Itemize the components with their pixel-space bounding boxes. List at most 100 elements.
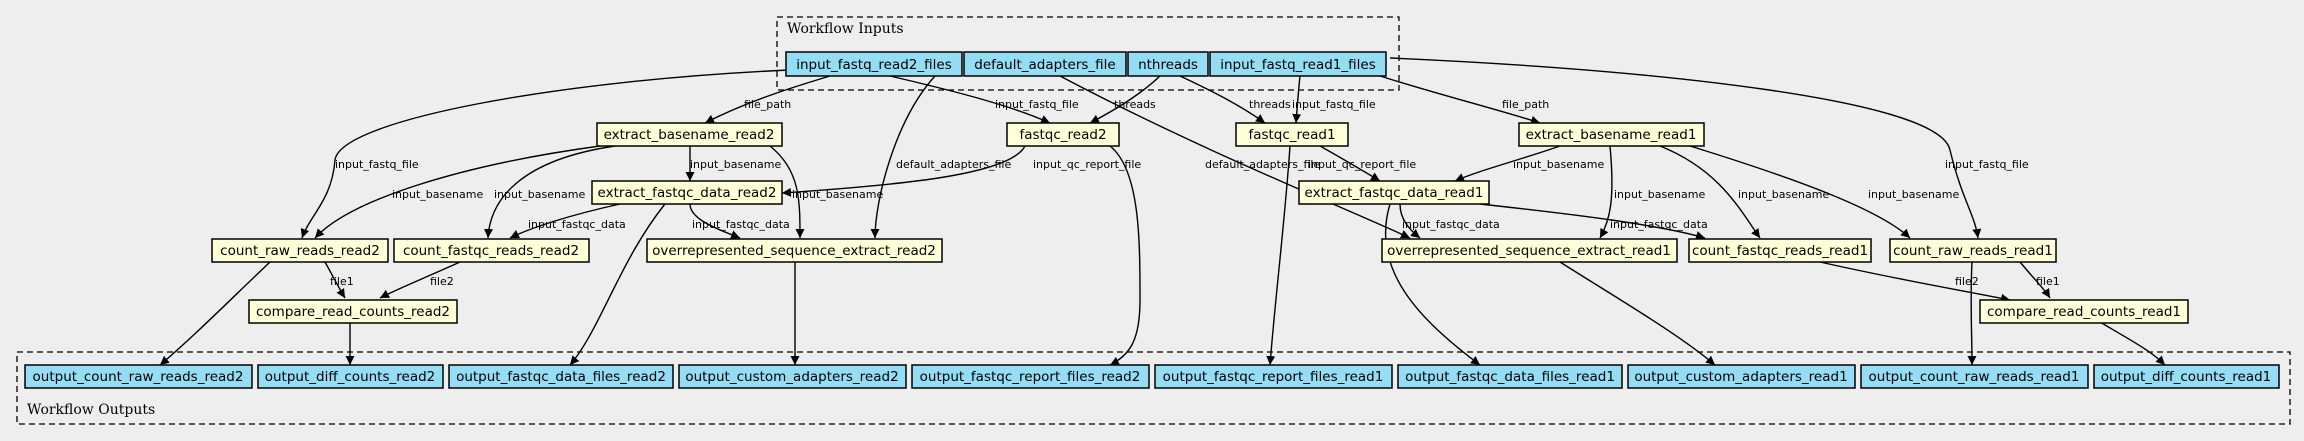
edge-label-input-basename: input_basename: [392, 188, 483, 201]
edge-read1-to-extract-basename1: file_path: [1379, 75, 1549, 125]
node-extract-basename-read2[interactable]: extract_basename_read2: [596, 122, 783, 147]
edge-label-input-fastqc-data-4: input_fastqc_data: [1610, 218, 1708, 231]
node-overrep-seq-extract-read1[interactable]: overrepresented_sequence_extract_read1: [1381, 238, 1678, 263]
svg-text:extract_fastqc_data_read2: extract_fastqc_data_read2: [598, 185, 777, 201]
edge-label-input-fastq-file-4: input_fastq_file: [1945, 158, 2029, 171]
edge-basename2-to-count-raw2: input_basename: [314, 145, 601, 239]
edge-label-input-basename-5: input_basename: [1513, 158, 1604, 171]
node-output-fastqc-report-files-read2[interactable]: output_fastqc_report_files_read2: [911, 364, 1150, 389]
nodes: input_fastq_read2_files default_adapters…: [24, 51, 2280, 389]
edge-adapters-to-overrep2: default_adapters_file: [870, 75, 1011, 239]
edge-label-input-basename-3: input_basename: [690, 158, 781, 171]
node-output-custom-adapters-read2[interactable]: output_custom_adapters_read2: [678, 364, 907, 389]
edge-read1-to-fastqc1: input_fastq_file: [1292, 75, 1376, 124]
edge-label-qc-report-2: input_qc_report_file: [1308, 158, 1416, 171]
svg-text:default_adapters_file: default_adapters_file: [974, 57, 1115, 73]
edge-label-threads-2: threads: [1249, 98, 1291, 111]
edge-fastqc2-to-report2: [1109, 145, 1141, 366]
node-output-fastqc-data-files-read2[interactable]: output_fastqc_data_files_read2: [448, 364, 674, 389]
edge-basename1-to-overrep1: input_basename: [1599, 145, 1705, 239]
edge-fastqc-data2-to-count-fastqc2: input_fastqc_data: [509, 203, 626, 239]
node-overrep-seq-extract-read2[interactable]: overrepresented_sequence_extract_read2: [646, 238, 943, 263]
svg-text:output_diff_counts_read1: output_diff_counts_read1: [2101, 369, 2272, 385]
edge-label-input-basename-6: input_basename: [1614, 188, 1705, 201]
edge-label-file2-2: file2: [1955, 275, 1979, 288]
node-input-fastq-read1-files[interactable]: input_fastq_read1_files: [1209, 51, 1387, 77]
node-compare-read-counts-read1[interactable]: compare_read_counts_read1: [1979, 299, 2189, 324]
node-output-diff-counts-read1[interactable]: output_diff_counts_read1: [2093, 364, 2280, 389]
svg-text:output_fastqc_data_files_read1: output_fastqc_data_files_read1: [1405, 369, 1615, 385]
edge-label-input-fastqc-data-3: input_fastqc_data: [1402, 218, 1500, 231]
workflow-outputs-title: Workflow Outputs: [27, 402, 155, 418]
node-compare-read-counts-read2[interactable]: compare_read_counts_read2: [248, 299, 458, 324]
node-default-adapters-file[interactable]: default_adapters_file: [963, 51, 1127, 77]
edge-fastqc-data1-to-output: [1384, 203, 1481, 366]
edge-basename2-to-extract-fastqc-data2: input_basename: [685, 146, 781, 181]
node-fastqc-read1[interactable]: fastqc_read1: [1235, 122, 1349, 147]
node-output-custom-adapters-read1[interactable]: output_custom_adapters_read1: [1627, 364, 1856, 389]
node-extract-basename-read1[interactable]: extract_basename_read1: [1518, 122, 1705, 147]
edge-compare1-to-output: [2099, 321, 2166, 366]
edge-basename1-to-count-raw1: input_basename: [1689, 145, 1959, 239]
edge-label-qc-report: input_qc_report_file: [1033, 158, 1141, 171]
edge-label-default-adapters: default_adapters_file: [896, 158, 1011, 171]
edge-label-file2: file2: [430, 275, 454, 288]
edge-count-raw2-to-compare2: file1: [324, 261, 354, 299]
edge-count-raw1-to-output: [1967, 261, 1977, 366]
edge-label-input-fastq-file: input_fastq_file: [995, 98, 1079, 111]
node-output-count-raw-reads-read1[interactable]: output_count_raw_reads_read1: [1860, 364, 2089, 389]
node-extract-fastqc-data-read1[interactable]: extract_fastqc_data_read1: [1298, 180, 1490, 205]
edge-label-file1-2: file1: [2036, 275, 2060, 288]
edge-label-file-path: file_path: [744, 98, 791, 111]
edge-read2-to-count-raw: input_fastq_file: [300, 69, 791, 239]
node-count-fastqc-reads-read1[interactable]: count_fastqc_reads_read1: [1688, 238, 1872, 263]
svg-text:output_custom_adapters_read2: output_custom_adapters_read2: [685, 369, 898, 385]
node-count-raw-reads-read2[interactable]: count_raw_reads_read2: [211, 238, 389, 263]
svg-text:fastqc_read2: fastqc_read2: [1019, 127, 1106, 143]
svg-text:count_fastqc_reads_read2: count_fastqc_reads_read2: [403, 243, 579, 259]
edge-overrep1-to-output: [1559, 261, 1716, 366]
edge-fastqc-data1-to-overrep1: input_fastqc_data: [1399, 203, 1500, 239]
edge-count-raw2-to-output: [159, 261, 271, 366]
svg-text:output_custom_adapters_read1: output_custom_adapters_read1: [1634, 369, 1847, 385]
node-output-diff-counts-read2[interactable]: output_diff_counts_read2: [257, 364, 444, 389]
workflow-inputs-title: Workflow Inputs: [787, 21, 904, 37]
workflow-outputs-cluster: Workflow Outputs: [16, 351, 2291, 425]
edge-label-input-basename-2: input_basename: [494, 188, 585, 201]
edge-label-input-fastq-file-2: input_fastq_file: [335, 158, 419, 171]
node-extract-fastqc-data-read2[interactable]: extract_fastqc_data_read2: [591, 180, 783, 205]
svg-text:compare_read_counts_read2: compare_read_counts_read2: [256, 304, 450, 320]
svg-text:output_diff_counts_read2: output_diff_counts_read2: [265, 369, 436, 385]
node-count-raw-reads-read1[interactable]: count_raw_reads_read1: [1889, 238, 2057, 263]
edge-fastqc-data2-to-overrep2: input_fastqc_data: [689, 203, 790, 239]
svg-text:overrepresented_sequence_extra: overrepresented_sequence_extract_read1: [1387, 243, 1671, 259]
svg-text:output_fastqc_report_files_rea: output_fastqc_report_files_read1: [1163, 369, 1384, 385]
edge-basename2-to-count-fastqc2: input_basename: [483, 145, 616, 239]
node-output-fastqc-report-files-read1[interactable]: output_fastqc_report_files_read1: [1154, 364, 1393, 389]
edge-basename1-to-extract-fastqc-data1: input_basename: [1454, 145, 1604, 182]
edge-count-fastqc1-to-compare1: file2: [1819, 261, 2011, 303]
svg-text:overrepresented_sequence_extra: overrepresented_sequence_extract_read2: [652, 243, 936, 259]
svg-text:output_count_raw_reads_read1: output_count_raw_reads_read1: [1869, 369, 2080, 385]
edge-threads-to-fastqc2: threads: [1089, 75, 1161, 124]
node-nthreads[interactable]: nthreads: [1127, 51, 1209, 77]
edge-basename1-to-count-fastqc1: input_basename: [1659, 145, 1829, 239]
node-output-fastqc-data-files-read1[interactable]: output_fastqc_data_files_read1: [1397, 364, 1623, 389]
svg-text:count_raw_reads_read2: count_raw_reads_read2: [220, 243, 380, 259]
svg-text:extract_basename_read1: extract_basename_read1: [1526, 127, 1697, 143]
edge-label-file-path-2: file_path: [1502, 98, 1549, 111]
svg-text:count_raw_reads_read1: count_raw_reads_read1: [1893, 243, 2053, 259]
node-count-fastqc-reads-read2[interactable]: count_fastqc_reads_read2: [393, 238, 590, 263]
node-input-fastq-read2-files[interactable]: input_fastq_read2_files: [785, 51, 963, 77]
edge-threads-to-fastqc1: threads: [1179, 75, 1291, 124]
svg-text:fastqc_read1: fastqc_read1: [1248, 127, 1335, 143]
edge-label-input-fastqc-data: input_fastqc_data: [528, 218, 626, 231]
edge-label-input-fastqc-data-2: input_fastqc_data: [692, 218, 790, 231]
edge-count-fastqc2-to-compare2: file2: [379, 261, 461, 299]
node-output-count-raw-reads-read2[interactable]: output_count_raw_reads_read2: [24, 364, 253, 389]
svg-text:extract_basename_read2: extract_basename_read2: [604, 127, 775, 143]
svg-text:compare_read_counts_read1: compare_read_counts_read1: [1987, 304, 2181, 320]
edge-fastqc1-to-extract-fastqc-data1: input_qc_report_file: [1308, 145, 1416, 182]
node-fastqc-read2[interactable]: fastqc_read2: [1006, 122, 1120, 147]
